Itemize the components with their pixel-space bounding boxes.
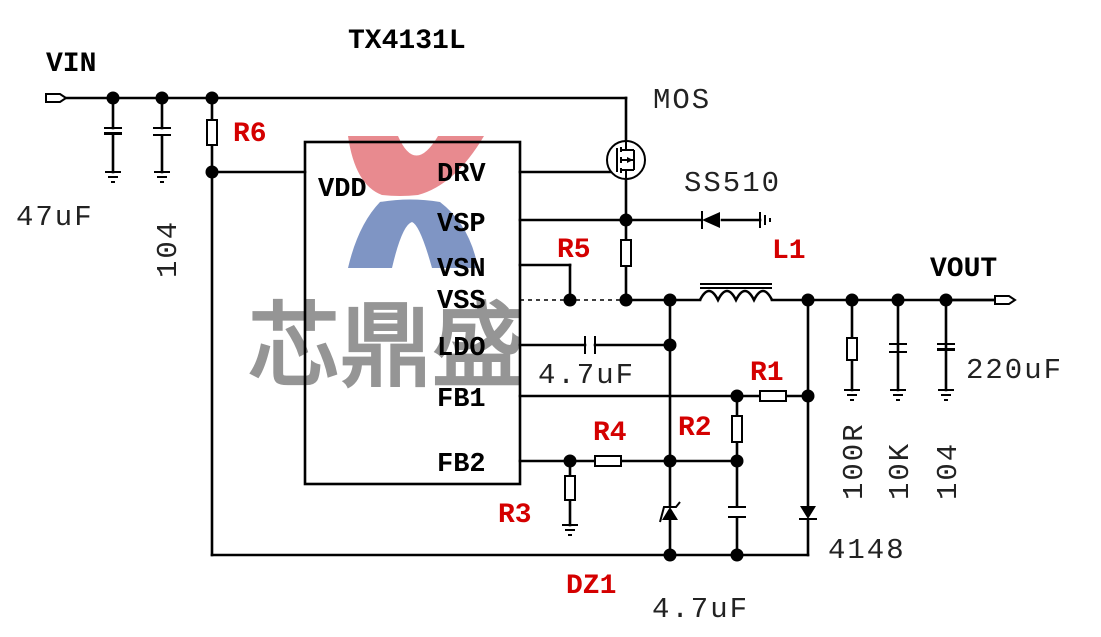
label-ldo-cap: 4.7uF [538, 359, 635, 392]
r5-wire-top [625, 220, 627, 240]
pin-vsn: VSN [437, 255, 486, 285]
label-l1: L1 [772, 236, 806, 267]
vout-terminal [994, 295, 1017, 305]
pin-ldo: LDO [437, 334, 486, 364]
junction-dots [106, 91, 953, 562]
ss510-diode [701, 211, 720, 229]
watermark-blue-shape [348, 199, 478, 268]
mosfet-symbol [606, 140, 646, 180]
pin-vsp: VSP [437, 210, 486, 240]
label-47uf: 47uF [16, 201, 94, 234]
vout-label: VOUT [930, 254, 997, 285]
label-r1: R1 [750, 358, 784, 389]
ic-body [303, 140, 522, 486]
vin-label: VIN [46, 49, 96, 80]
d4148-diode [799, 506, 817, 520]
label-r2: R2 [678, 413, 712, 444]
label-mos: MOS [653, 84, 711, 117]
r5-wire-bottom [625, 266, 627, 300]
dz1-zener [659, 501, 681, 523]
label-ss510: SS510 [684, 167, 781, 200]
pin-vdd: VDD [318, 175, 367, 205]
label-r5: R5 [557, 235, 591, 266]
label-10k: 10K [884, 442, 917, 500]
pin-drv: DRV [437, 160, 486, 190]
ldo-capacitor [584, 336, 596, 354]
label-fb-cap: 4.7uF [652, 593, 749, 626]
labels: TX4131L VIN VOUT VDD DRV VSP VSN VSS LDO… [16, 26, 1063, 626]
r4-resistor [594, 455, 622, 467]
pin-fb2: FB2 [437, 450, 486, 480]
r1-resistor [759, 390, 787, 402]
cout-bulk-capacitor [937, 343, 955, 351]
chip-title: TX4131L [348, 26, 466, 57]
label-104-in: 104 [152, 220, 185, 278]
pin-fb1: FB1 [437, 385, 486, 415]
label-100r: 100R [838, 422, 871, 500]
watermark-logo: 芯鼎盛 [248, 136, 524, 400]
cin-ceramic-capacitor [153, 127, 171, 136]
label-104-out: 104 [932, 442, 965, 500]
vin-terminal [45, 93, 68, 103]
r2-resistor [731, 415, 743, 443]
label-4148: 4148 [828, 534, 906, 567]
pin-vss: VSS [437, 287, 486, 317]
watermark-text: 芯鼎盛 [248, 293, 524, 400]
label-r4: R4 [593, 418, 627, 449]
r5-resistor [620, 239, 632, 267]
watermark-red-shape [348, 136, 484, 196]
load-100r-resistor [846, 337, 858, 361]
ground-symbols [105, 171, 954, 536]
l1-inductor [698, 283, 774, 303]
label-220uf: 220uF [966, 354, 1063, 387]
r3-resistor [564, 475, 576, 501]
fb-capacitor [728, 506, 746, 518]
label-r6: R6 [233, 119, 267, 150]
label-dz1: DZ1 [566, 571, 616, 602]
label-r3: R3 [498, 500, 532, 531]
cout-ceramic-capacitor [889, 343, 907, 353]
cin-bulk-capacitor [104, 127, 122, 135]
r6-resistor [206, 119, 218, 146]
